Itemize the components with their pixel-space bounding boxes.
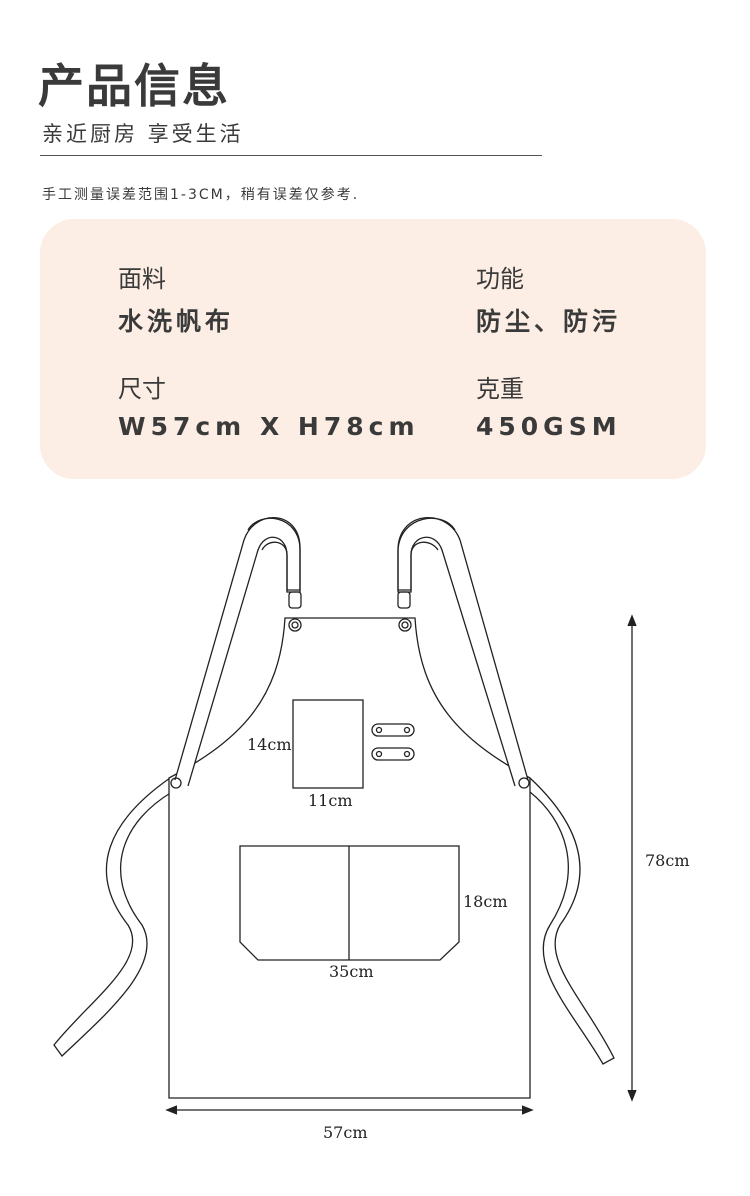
spec-value: W57cm X H78cm xyxy=(118,412,420,441)
spec-size: 尺寸 W57cm X H78cm xyxy=(118,369,420,441)
width-arrow-right xyxy=(521,1105,534,1115)
right-grommet xyxy=(398,618,412,632)
apron-diagram: 14cm 11cm 18cm 35cm 78cm 57cm xyxy=(53,516,690,1142)
right-strap-cushion xyxy=(397,517,456,593)
width-arrow-left xyxy=(165,1105,178,1115)
height-arrow-top xyxy=(627,614,637,627)
measurement-note: 手工测量误差范围1-3CM，稍有误差仅参考. xyxy=(42,187,360,203)
spec-value: 450GSM xyxy=(476,412,622,441)
spec-weight: 克重 450GSM xyxy=(476,369,622,441)
spec-label: 面料 xyxy=(118,265,166,293)
spec-value: 防尘、防污 xyxy=(476,307,622,336)
right-waist-tie xyxy=(529,777,615,1065)
spec-card: 面料 水洗帆布 功能 防尘、防污 尺寸 W57cm X H78cm 克重 450… xyxy=(40,219,706,479)
page-subtitle: 亲近厨房 享受生活 xyxy=(42,122,244,146)
spec-label: 尺寸 xyxy=(118,375,166,403)
small-pocket-height-label: 14cm xyxy=(247,735,292,754)
large-pocket-width-label: 35cm xyxy=(329,962,374,981)
right-grommet-inner xyxy=(401,621,409,629)
spec-fabric: 面料 水洗帆布 xyxy=(118,259,234,338)
pen-loop-rivet xyxy=(403,726,411,734)
spec-label: 功能 xyxy=(476,265,524,293)
left-waist-tie xyxy=(53,777,173,1057)
spec-value: 水洗帆布 xyxy=(118,307,235,336)
left-clip xyxy=(288,591,302,609)
small-pocket xyxy=(292,699,364,789)
left-waist-grommet xyxy=(170,777,182,789)
spec-function: 功能 防尘、防污 xyxy=(476,259,621,338)
pen-loop-top xyxy=(371,723,415,737)
height-arrow-bottom xyxy=(627,1089,637,1102)
small-pocket-width-label: 11cm xyxy=(308,791,353,810)
right-clip xyxy=(397,591,411,609)
spec-label: 克重 xyxy=(476,375,524,403)
large-pocket-height-label: 18cm xyxy=(463,892,508,911)
left-grommet xyxy=(288,618,302,632)
page-title: 产品信息 xyxy=(38,59,230,113)
pen-loop-rivet xyxy=(403,750,411,758)
left-grommet-inner xyxy=(291,621,299,629)
left-strap-cushion xyxy=(247,517,301,593)
divider xyxy=(40,155,542,156)
apron-height-label: 78cm xyxy=(645,851,690,870)
pen-loop-rivet xyxy=(375,750,383,758)
right-waist-grommet xyxy=(518,777,530,789)
large-pocket xyxy=(239,845,460,961)
apron-width-label: 57cm xyxy=(323,1123,368,1142)
pen-loop-rivet xyxy=(375,726,383,734)
pen-loop-bottom xyxy=(371,747,415,761)
